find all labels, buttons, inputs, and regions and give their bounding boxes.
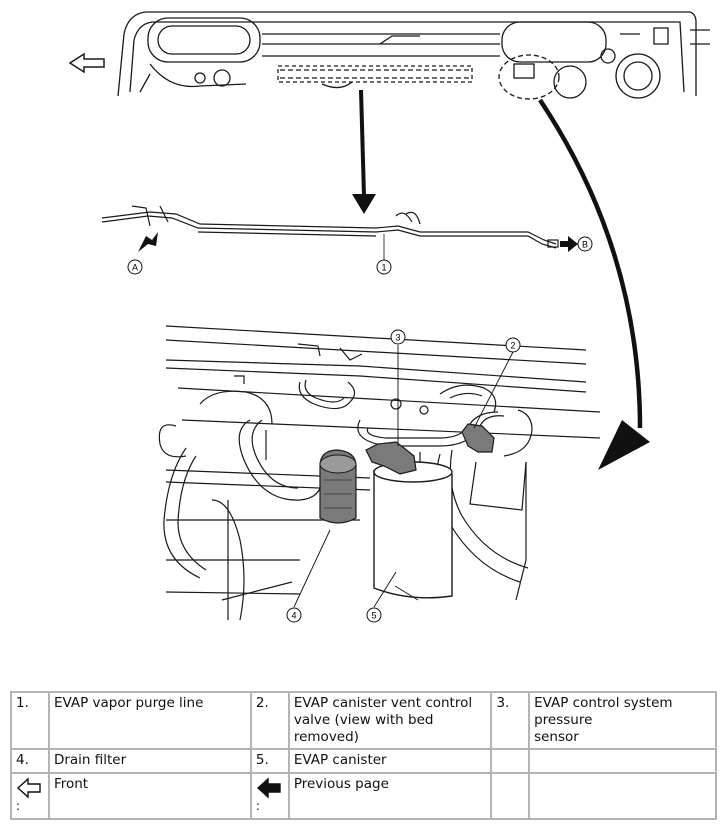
purge-line-detail bbox=[101, 205, 559, 249]
canister-detail-view bbox=[158, 325, 601, 621]
legend-label-pressure-sensor: EVAP control system pressure sensor bbox=[528, 691, 717, 750]
legend-number: 2. bbox=[249, 691, 290, 750]
legend-number: 4. bbox=[10, 748, 50, 774]
legend-label-evap-canister: EVAP canister bbox=[287, 748, 493, 774]
legend-label-front: Front bbox=[47, 772, 252, 820]
legend-number-empty bbox=[490, 748, 531, 774]
legend-row: : Front : Previous page bbox=[10, 772, 717, 820]
legend-label-evap-vapor-purge-line: EVAP vapor purge line bbox=[47, 691, 252, 750]
legend-label-drain-filter: Drain filter bbox=[47, 748, 252, 774]
callout-2: 2 bbox=[505, 337, 521, 353]
svg-text:A: A bbox=[132, 263, 138, 273]
legend-colon: : bbox=[16, 799, 21, 813]
legend-label-previous-page: Previous page bbox=[287, 772, 493, 820]
legend-colon: : bbox=[255, 799, 260, 813]
legend-label-empty bbox=[528, 772, 717, 820]
callout-b: B bbox=[577, 236, 593, 252]
callout-4: 4 bbox=[286, 607, 302, 623]
previous-page-arrow-icon bbox=[256, 777, 281, 799]
legend-symbol-cell: : bbox=[10, 772, 50, 820]
legend-number-empty bbox=[490, 772, 531, 820]
detail-arrow-purge-line bbox=[352, 89, 376, 214]
svg-text:B: B bbox=[582, 240, 588, 250]
callout-5: 5 bbox=[366, 607, 382, 623]
front-arrow-icon bbox=[16, 777, 41, 799]
svg-text:3: 3 bbox=[395, 333, 400, 343]
chassis-overview bbox=[117, 11, 710, 100]
callout-3: 3 bbox=[390, 329, 406, 345]
svg-text:1: 1 bbox=[381, 263, 386, 273]
legend-symbol-cell: : bbox=[249, 772, 290, 820]
evap-canister bbox=[373, 461, 453, 601]
legend-label-vent-control-valve: EVAP canister vent control valve (view w… bbox=[287, 691, 493, 750]
vent-control-valve bbox=[461, 423, 495, 453]
legend-table: 1. EVAP vapor purge line 2. EVAP caniste… bbox=[10, 691, 717, 820]
pressure-sensor bbox=[365, 441, 417, 475]
legend-number: 5. bbox=[249, 748, 290, 774]
callout-leader-lines bbox=[293, 345, 514, 608]
connector-a-arrow-icon bbox=[138, 232, 158, 252]
evap-system-illustration: 1 A B 3 2 4 5 bbox=[68, 11, 710, 623]
svg-text:2: 2 bbox=[510, 341, 515, 351]
svg-text:5: 5 bbox=[371, 611, 376, 621]
callout-1: 1 bbox=[376, 259, 392, 275]
drain-filter bbox=[319, 449, 357, 524]
svg-text:4: 4 bbox=[291, 611, 296, 621]
legend-row: 1. EVAP vapor purge line 2. EVAP caniste… bbox=[10, 691, 717, 750]
legend-label-empty bbox=[528, 748, 717, 774]
callout-a: A bbox=[127, 259, 143, 275]
detail-arrow-canister bbox=[538, 98, 650, 470]
legend-number: 3. bbox=[490, 691, 531, 750]
connector-b-arrow-icon bbox=[560, 236, 578, 252]
legend-row: 4. Drain filter 5. EVAP canister bbox=[10, 748, 717, 774]
legend-number: 1. bbox=[10, 691, 50, 750]
front-direction-arrow-icon bbox=[68, 52, 105, 74]
